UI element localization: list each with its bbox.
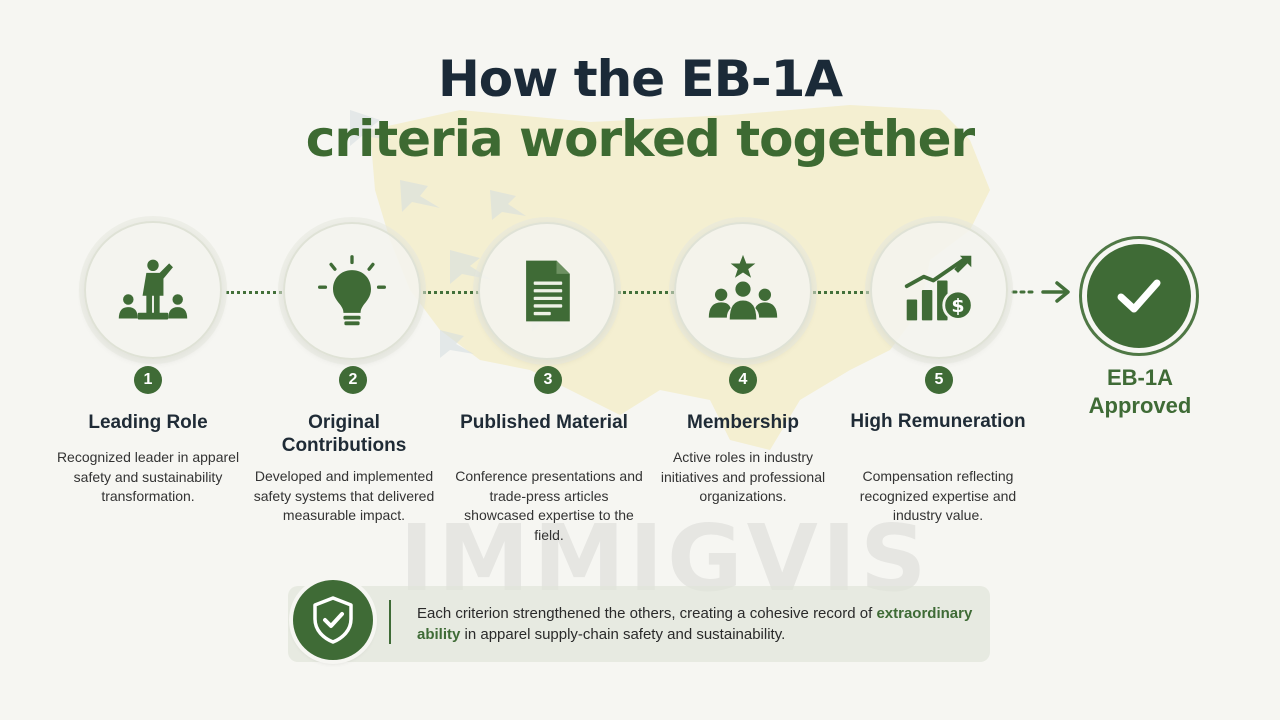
title-line-2: criteria worked together [305,110,975,168]
connector-1-2 [226,291,282,294]
summary-divider [389,600,391,644]
summary-highlight: extraordinary ability [417,605,973,643]
step-4-number: 4 [729,366,757,394]
step-1-title: Leading Role [88,412,208,433]
connector-2-3 [423,291,479,294]
step-2-circle [283,222,421,360]
connector-3-4 [618,291,674,294]
page-title: How the EB-1A criteria worked together [0,52,1280,166]
arrow-to-approved-icon [1011,281,1070,303]
step-2-description: Developed and implemented safety systems… [253,468,435,523]
svg-text:$: $ [951,295,964,317]
summary-text: Each criterion strengthened the others, … [417,603,977,645]
step-4-circle [674,222,812,360]
shield-circle [293,580,373,660]
step-5-number: 5 [925,366,953,394]
shield-check-icon [313,596,353,644]
approved-label: EB-1A Approved [1088,365,1192,418]
step-5-description: Compensation reflecting recognized exper… [859,468,1017,523]
step-2-number: 2 [339,366,367,394]
step-3-circle [478,222,616,360]
document-icon [526,260,570,322]
step-3-number: 3 [534,366,562,394]
step-3-title: Published Material [460,412,628,433]
group-star-icon [708,254,778,320]
step-5-title: High Remuneration [850,411,1026,432]
lightbulb-icon [318,255,386,326]
step-5-circle: $ [870,221,1008,359]
step-1-description: Recognized leader in apparel safety and … [56,449,240,504]
growth-chart-dollar-icon: $ [904,255,974,321]
step-4-description: Active roles in industry initiatives and… [660,449,826,504]
summary-text-after: in apparel supply-chain safety and susta… [460,626,786,643]
title-line-1: How the EB-1A [437,50,843,108]
summary-text-before: Each criterion strengthened the others, … [417,605,877,622]
summary-panel [288,586,990,662]
step-4-title: Membership [687,412,799,433]
leader-podium-icon [118,259,188,320]
step-1-circle [84,221,222,359]
approved-circle [1087,244,1191,348]
step-3-description: Conference presentations and trade-press… [455,468,643,543]
step-1-number: 1 [134,366,162,394]
checkmark-icon [1117,279,1161,313]
step-2-title: Original Contributions [281,412,407,456]
connector-4-5 [813,291,869,294]
